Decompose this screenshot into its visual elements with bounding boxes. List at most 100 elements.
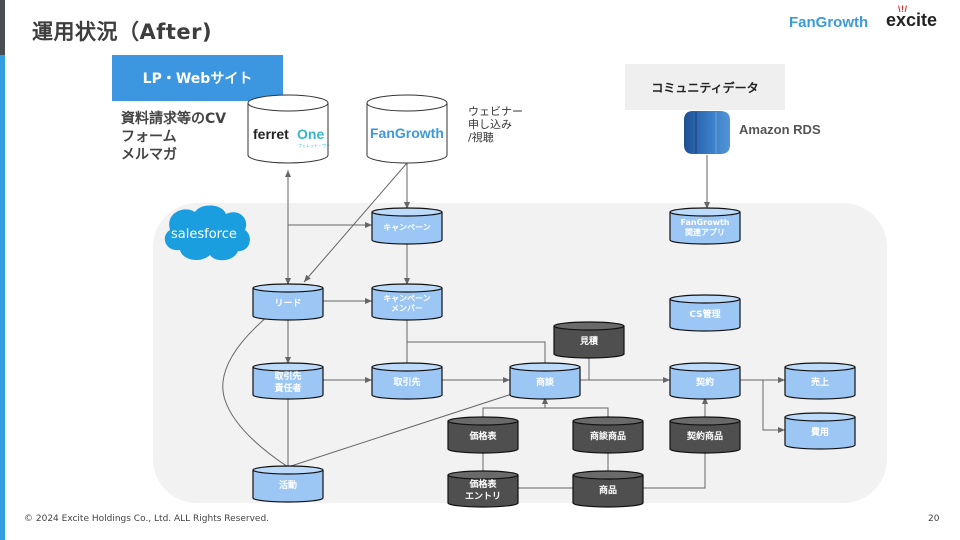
node-quote: 見積 [553,321,625,359]
node-sales: 売上 [784,362,856,400]
cylinder-cap [447,470,519,480]
cylinder-cap [252,283,324,293]
node-label: 価格表 [468,478,497,490]
cylinder-cap [669,362,741,372]
cylinder-body [252,288,324,321]
excite-spark-icon: \ ! / [898,4,907,14]
ferretone-logo-sub: フェレット・ワン [298,143,330,148]
lp-description-line: フォーム [121,129,177,145]
cylinder-body [371,367,443,400]
cylinder-cap [371,283,443,293]
cylinder-body [252,470,324,503]
node-label: 費用 [811,426,829,438]
amazon-rds-icon [684,111,730,154]
node-label: 見積 [579,335,599,347]
sidebar-accent-dark [0,0,5,55]
connector-activity-opportunity [287,392,516,468]
node-product: 商品 [572,470,644,508]
cylinder-cap [447,416,519,426]
cylinder-body [447,421,519,454]
node-label: 取引先 [274,370,301,382]
node-expense: 費用 [784,412,856,450]
node-label: 価格表 [468,430,497,442]
node-label: 活動 [279,479,297,491]
cylinder-cap [784,362,856,372]
salesforce-logo-text: salesforce [171,227,237,242]
webinar-line: /視聴 [468,131,494,144]
node-label: 取引先 [393,376,420,388]
node-contract: 契約 [669,362,741,400]
cylinder-body [669,212,741,245]
connector-account-opportunity-top [407,341,546,364]
cylinder-cap [669,294,741,304]
node-label: 関連アプリ [685,227,725,237]
connector-products-opportunity [482,407,609,418]
lp-description: 資料請求等のCV フォーム メルマガ [121,110,226,164]
lp-description-line: 資料請求等のCV [121,111,227,127]
salesforce-logo: salesforce [164,205,250,261]
excite-logo-text: excite [886,10,938,30]
nodes-layer: キャンペーンリードキャンペーンメンバー取引先責任者取引先商談見積契約売上費用価格… [252,207,856,508]
connector-fangrowth-lead [303,162,408,283]
cylinder-cap [572,416,644,426]
ferretone-logo-main: ferret [253,126,289,142]
node-label: 契約 [695,376,714,388]
node-opportunity: 商談 [509,362,581,400]
cylinder-body [669,421,741,454]
node-label: 商品 [599,484,617,496]
node-contract-product: 契約商品 [669,416,741,454]
cylinder-body [669,299,741,332]
connector-product-contractproduct [643,450,706,489]
node-campaign: キャンペーン [371,207,443,245]
cylinder-body [553,326,625,359]
cylinder-cap [252,362,324,372]
node-label: FanGrowth [680,218,729,227]
node-label: 責任者 [274,382,301,394]
cylinder-body [784,417,856,450]
node-label: キャンペーン [383,294,431,303]
cylinder-cap [572,470,644,480]
sidebar-accent-blue [0,55,5,540]
node-activity: 活動 [252,465,324,503]
cylinder-cap [553,321,625,331]
node-account: 取引先 [371,362,443,400]
cylinder-body [252,367,324,400]
page-number: 20 [928,514,940,524]
node-pricebook: 価格表 [447,416,519,454]
cylinder-body [669,367,741,400]
fangrowth-cylinder-logo: FanGrowth [370,125,444,141]
node-label: 商談 [536,376,555,388]
lp-website-box: LP・Webサイト [112,55,283,101]
node-label: メンバー [391,304,423,313]
fangrowth-cylinder: FanGrowth [366,94,448,164]
webinar-description: ウェビナー 申し込み /視聴 [468,105,523,144]
lp-description-line: メルマガ [121,147,177,163]
node-label: キャンペーン [383,223,431,232]
cylinder-body [371,212,443,245]
node-label: CS管理 [689,308,720,320]
cylinder-body [447,475,519,508]
node-label: エントリ [465,491,501,502]
node-label: 売上 [811,376,829,388]
node-opp-product: 商談商品 [572,416,644,454]
ferretone-cylinder: ferret One フェレット・ワン [247,94,330,164]
cylinder-cap [669,207,741,217]
connector-contract-expense [762,380,785,433]
cylinder-cap [371,362,443,372]
cylinder-body [784,367,856,400]
webinar-line: 申し込み [468,118,512,131]
ferretone-logo-accent: One [297,126,324,142]
node-lead: リード [252,283,324,321]
fangrowth-logo: FanGrowth [789,14,869,31]
community-data-box: コミュニティデータ [625,64,785,110]
node-cs-management: CS管理 [669,294,741,332]
node-label: リード [274,298,301,309]
cylinder-body [509,367,581,400]
cylinder-cap [784,412,856,422]
cylinder-body [572,475,644,508]
connectors [222,155,785,489]
